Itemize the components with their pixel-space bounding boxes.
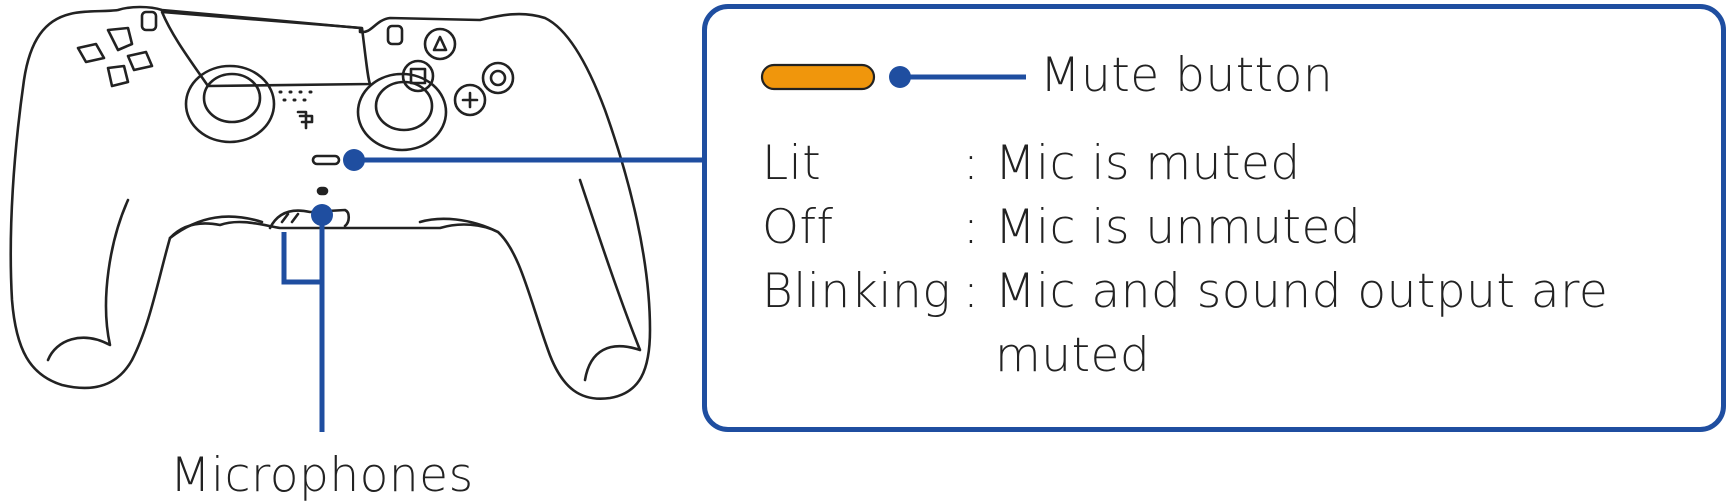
options-button	[386, 24, 404, 46]
lower-edge-right	[418, 217, 500, 234]
state-separator: :	[963, 136, 980, 191]
d-pad	[76, 26, 154, 88]
create-button	[140, 10, 158, 32]
mute-button-label: Mute button	[1040, 48, 1334, 103]
touchpad	[160, 10, 372, 88]
microphones-label: Microphones	[170, 448, 474, 503]
mic-callout-dot	[311, 204, 333, 226]
face-buttons	[401, 27, 515, 117]
controller-mute-button	[311, 154, 341, 166]
mute-indicator-swatch	[760, 63, 876, 91]
ps-logo	[296, 110, 314, 130]
legend-dot	[889, 66, 911, 88]
right-grip-curve	[578, 178, 642, 382]
controller-mic-hole	[316, 186, 329, 196]
state-separator: :	[963, 264, 980, 319]
usb-area	[268, 208, 351, 230]
state-name: Blinking	[762, 264, 951, 319]
right-stick	[356, 72, 448, 152]
state-description-continued: muted	[995, 328, 1151, 383]
lower-edge	[168, 215, 264, 240]
state-description: Mic is muted	[995, 136, 1301, 191]
state-description: Mic is unmuted	[995, 200, 1362, 255]
left-stick	[184, 64, 276, 144]
speaker-grille	[278, 90, 313, 102]
state-separator: :	[963, 200, 980, 255]
mute-callout-dot	[343, 149, 365, 171]
left-grip-curve	[46, 198, 130, 362]
mic-branch-line	[281, 232, 322, 285]
state-name: Off	[762, 200, 834, 255]
state-description: Mic and sound output are	[995, 264, 1609, 319]
mute-button-callout	[702, 4, 1726, 432]
controller-body-outline	[9, 5, 652, 401]
state-name: Lit	[762, 136, 822, 191]
